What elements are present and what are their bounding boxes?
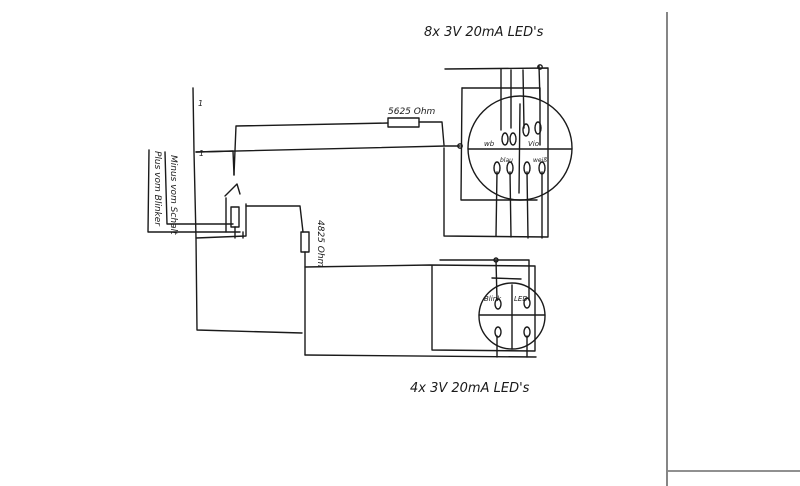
- label-input-plus: Plus vom Blinker: [152, 151, 162, 227]
- label-input-minus: Minus vom Schalt: [168, 155, 178, 235]
- svg-text:1: 1: [199, 149, 204, 158]
- label-resistor-top: 5625 Ohm: [388, 107, 436, 117]
- top-resistor-branch: [195, 117, 461, 176]
- label-resistor-bottom: 4825 Ohm: [315, 220, 325, 268]
- top-led-cluster: [467, 95, 573, 201]
- top-circle-label-right: Vio: [528, 140, 539, 148]
- top-circle-label-br: weiß: [533, 157, 547, 164]
- input-leads: [147, 149, 241, 233]
- led-array-8: [443, 64, 573, 239]
- svg-text:1: 1: [198, 99, 203, 108]
- title-top-array: 8x 3V 20mA LED's: [424, 25, 544, 40]
- bottom-resistor: [300, 231, 310, 356]
- title-bottom-array: 4x 3V 20mA LED's: [410, 381, 530, 396]
- top-circle-label-bl: blau: [500, 157, 513, 164]
- top-circle-label-left: wb: [484, 140, 495, 148]
- bottom-circle-label-left: Blink: [484, 295, 502, 303]
- switch-block: [195, 150, 304, 239]
- bottom-circle-label-right: LED: [514, 295, 528, 303]
- led-array-4: [304, 257, 546, 358]
